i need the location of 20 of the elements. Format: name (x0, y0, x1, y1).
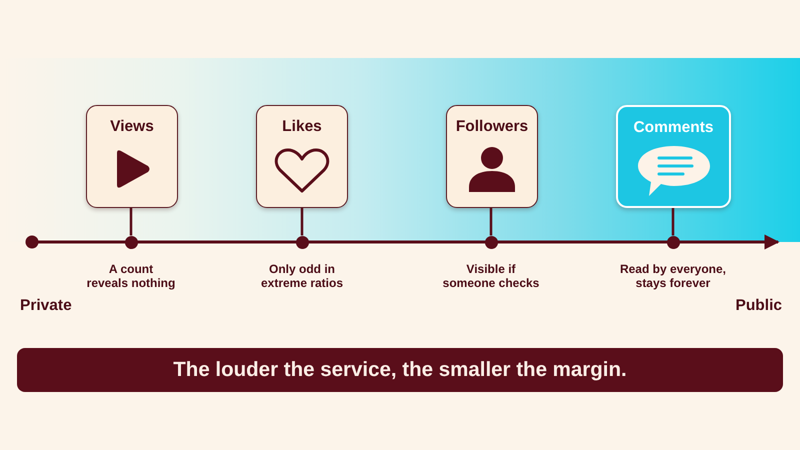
card-title: Comments (633, 119, 714, 137)
metric-card (86, 105, 178, 208)
point-caption: Read by everyone, stays forever (618, 262, 728, 291)
axis-end-label: Public (735, 297, 782, 315)
card-title: Likes (282, 118, 322, 136)
point-caption: A count reveals nothing (86, 262, 176, 291)
highlighted-card (616, 105, 731, 208)
card-title: Views (110, 118, 154, 136)
point-caption: Visible if someone checks (442, 262, 540, 291)
connector-line (300, 208, 304, 236)
point-caption: Only odd in extreme ratios (260, 262, 344, 291)
connector-line (130, 208, 132, 236)
axis-end-label: Private (20, 297, 72, 315)
summary-text: The louder the service, the smaller the margin. (173, 358, 627, 382)
connector-line (490, 208, 492, 236)
metric-card (446, 105, 538, 208)
summary-banner (17, 348, 783, 392)
connector-line (672, 208, 674, 236)
card-title: Followers (456, 118, 528, 136)
metric-card (256, 105, 348, 208)
